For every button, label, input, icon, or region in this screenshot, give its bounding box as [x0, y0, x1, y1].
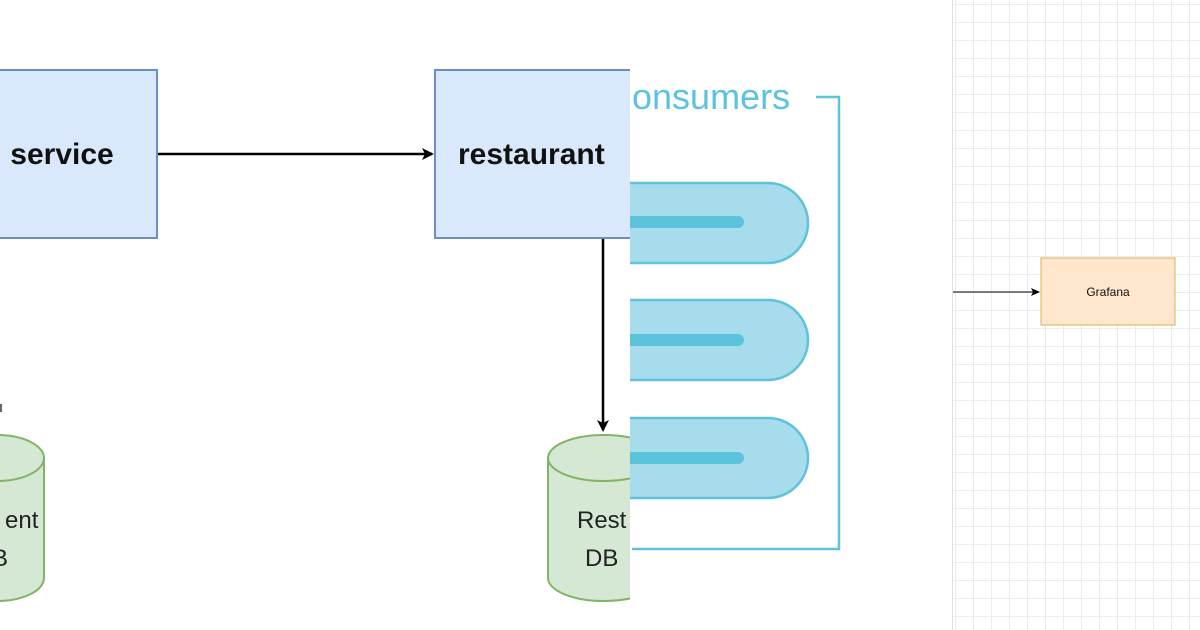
consumers-panel: onsumers	[630, 0, 952, 630]
architecture-diagram: service restaurant ent B Rest DB	[0, 69, 630, 602]
grafana-node[interactable]: Grafana	[1040, 257, 1176, 326]
grafana-label: Grafana	[1086, 285, 1130, 299]
left-db-label-line1: ent	[5, 507, 39, 534]
restaurant-database-node[interactable]: Rest DB	[547, 434, 630, 602]
restaurant-node[interactable]: restaurant	[434, 69, 630, 239]
grafana-diagram: Grafana	[953, 257, 1176, 326]
left-db-label-line2: B	[0, 545, 8, 572]
right-db-label-line1: Rest	[577, 507, 627, 534]
service-label: service	[10, 138, 113, 171]
left-database-node[interactable]: ent B	[0, 434, 45, 602]
consumer-item[interactable]	[630, 298, 810, 382]
grid-canvas-panel: Grafana	[952, 0, 1200, 630]
service-node[interactable]: service	[0, 69, 158, 239]
architecture-diagram-panel: service restaurant ent B Rest DB	[0, 69, 630, 602]
restaurant-label: restaurant	[458, 138, 605, 171]
consumers-group-frame	[632, 95, 841, 551]
consumers-group-label: onsumers	[632, 76, 790, 117]
consumer-item[interactable]	[630, 181, 810, 265]
right-db-label-line2: DB	[585, 545, 618, 572]
consumers-illustration: onsumers	[630, 76, 841, 551]
consumer-item[interactable]	[630, 416, 810, 500]
